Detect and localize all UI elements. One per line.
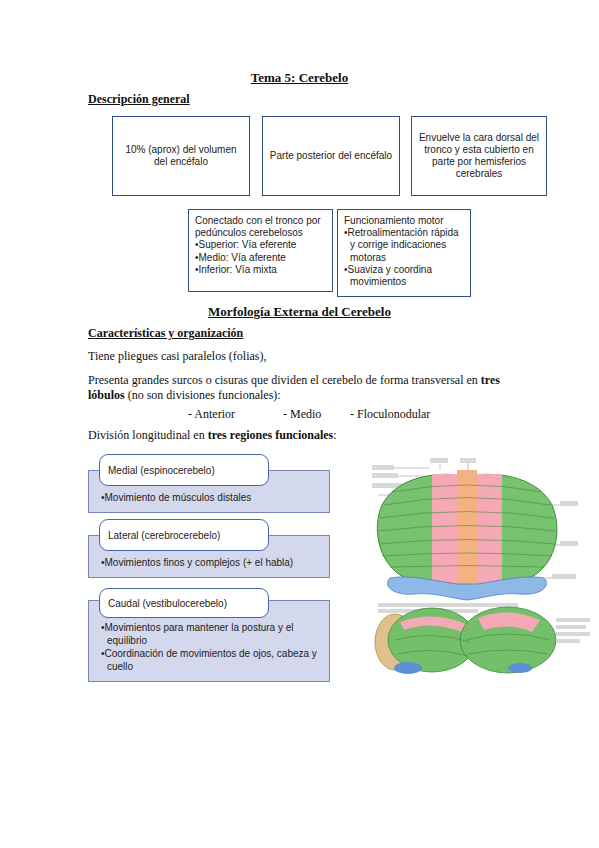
box-body: Lateral (cerebrocerebelo) (108, 529, 220, 542)
page-title: Tema 5: Cerebelo (0, 70, 599, 86)
label-text: División longitudinal en (88, 428, 205, 442)
text-line: - Anterior (188, 407, 235, 422)
label-text: tres regiones funcionales (208, 428, 334, 442)
text-line: Descripción general (88, 92, 190, 107)
box-body: Caudal (vestibulocerebelo) (108, 597, 227, 610)
info-box: Envuelve la cara dorsal del tronco y est… (411, 116, 547, 196)
text-line: División longitudinal entres regiones fu… (88, 428, 337, 443)
label-text: : (333, 428, 336, 442)
text-line: - Floculonodular (350, 407, 430, 422)
region-band: •Movimiento de músculos distalesMedial (… (88, 470, 330, 513)
text-line: Morfología Externa del Cerebelo (0, 304, 599, 320)
info-box: 10% (aprox) del volumen del encéfalo (112, 116, 250, 196)
bullet-item: •Superior: Vía eferente (195, 239, 326, 251)
region-tab: Caudal (vestibulocerebelo) (99, 588, 269, 618)
label-text: Tiene pliegues casi paralelos (folias), (88, 349, 267, 363)
info-box: Funcionamiento motor•Retroalimentación r… (337, 209, 471, 297)
box-body: Conectado con el tronco por pedúnculos c… (195, 215, 326, 276)
region-tab: Lateral (cerebrocerebelo) (99, 519, 269, 551)
tab-heading: Medial (espinocerebelo) (108, 464, 215, 477)
label-text: Presenta grandes surcos o cisuras que di… (88, 373, 478, 387)
bullet-item: •Movimientos para mantener la postura y … (101, 621, 321, 647)
region-band: •Movimientos para mantener la postura y … (88, 600, 330, 682)
box-body: •Movimiento de músculos distales (101, 491, 321, 504)
box-body: •Movimientos para mantener la postura y … (101, 621, 321, 673)
label-text: Morfología Externa del Cerebelo (208, 304, 391, 319)
region-band: •Movimientos finos y complejos (+ el hab… (88, 535, 330, 578)
box-text: Parte posterior del encéfalo (269, 150, 393, 162)
box-body: Parte posterior del encéfalo (269, 150, 393, 162)
box-body: Envuelve la cara dorsal del tronco y est… (418, 132, 540, 181)
box-body: Funcionamiento motor•Retroalimentación r… (344, 215, 464, 288)
text-line: Tiene pliegues casi paralelos (folias), (88, 349, 267, 364)
label-text: Características y organización (88, 326, 243, 340)
label-text: - Floculonodular (350, 407, 430, 421)
text-line: Presenta grandes surcos o cisuras que di… (88, 373, 528, 403)
info-box: Conectado con el tronco por pedúnculos c… (188, 209, 333, 292)
bullet-item: •Coordinación de movimientos de ojos, ca… (101, 647, 321, 673)
bullet-item: •Inferior: Vía mixta (195, 264, 326, 276)
box-text: 10% (aprox) del volumen del encéfalo (119, 144, 243, 168)
info-box: Parte posterior del encéfalo (262, 116, 400, 196)
text-line: - Medio (283, 407, 321, 422)
box-text: Conectado con el tronco por pedúnculos c… (195, 215, 326, 239)
bullet-item: •Retroalimentación rápida y corrige indi… (344, 227, 464, 264)
bullet-item: •Suaviza y coordina movimientos (344, 264, 464, 288)
box-text: Funcionamiento motor (344, 215, 464, 227)
region-tab: Medial (espinocerebelo) (99, 454, 269, 486)
box-text: Envuelve la cara dorsal del tronco y est… (418, 132, 540, 181)
label-text: - Medio (283, 407, 321, 421)
box-body: •Movimientos finos y complejos (+ el hab… (101, 556, 321, 569)
label-text: Descripción general (88, 92, 190, 106)
tab-heading: Caudal (vestibulocerebelo) (108, 597, 227, 610)
label-text: - Anterior (188, 407, 235, 421)
box-body: 10% (aprox) del volumen del encéfalo (119, 144, 243, 168)
tab-heading: Lateral (cerebrocerebelo) (108, 529, 220, 542)
box-body: Medial (espinocerebelo) (108, 464, 215, 477)
bullet-item: •Movimiento de músculos distales (101, 491, 321, 504)
label-text: (no son divisiones funcionales): (128, 388, 281, 402)
bullet-item: •Movimientos finos y complejos (+ el hab… (101, 556, 321, 569)
text-line: Características y organización (88, 326, 243, 341)
bullet-item: •Medio: Vía aferente (195, 252, 326, 264)
